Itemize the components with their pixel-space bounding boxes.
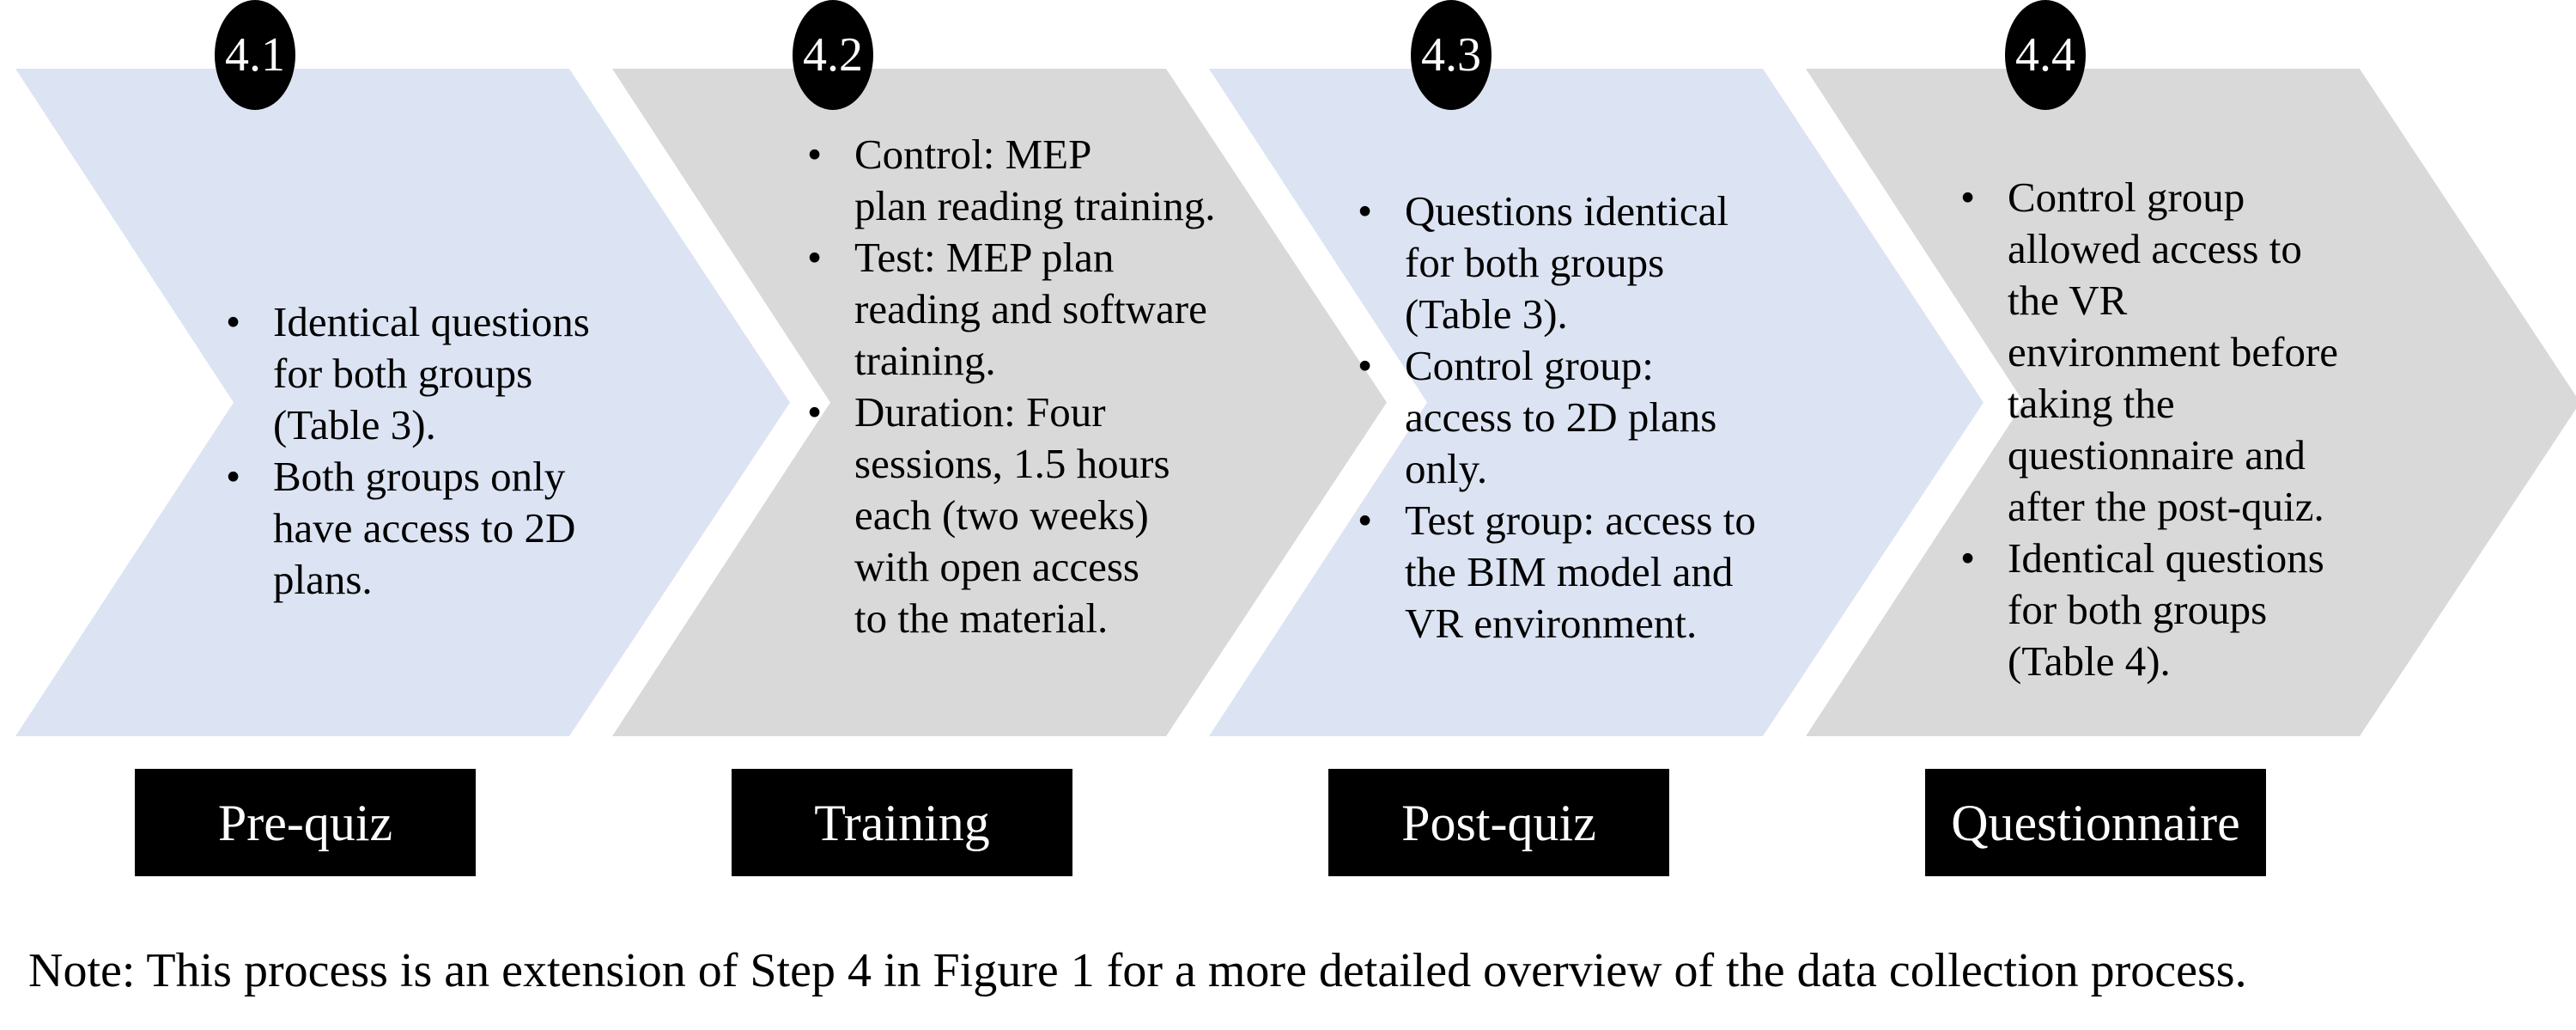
chevron-step-4 [1806,69,2576,736]
step-4-bullet-list: • Control group allowed access to the VR… [1960,172,2420,687]
stage-label-text: Post-quiz [1401,794,1596,851]
step-number-1: 4.1 [225,28,285,82]
bullet-dot-icon: • [1960,174,1976,221]
bullet-text: Control group allowed access to the VR e… [2008,174,2339,530]
chevron-step-2 [612,69,1387,736]
step-number-badge-3: 4.3 [1411,0,1492,110]
step-3-bullet-list: • Questions identical for both groups (T… [1358,186,1817,649]
bullet-dot-icon: • [807,388,823,436]
stage-label-questionnaire: Questionnaire [1925,769,2266,876]
bullet-item: • Questions identical for both groups (T… [1358,186,1817,340]
bullet-text: Identical questions for both groups (Tab… [273,298,590,448]
bullet-item: • Test group: access to the BIM model an… [1358,495,1817,649]
bullet-dot-icon: • [1960,534,1976,582]
bullet-dot-icon: • [807,234,823,281]
bullet-dot-icon: • [1358,342,1373,389]
bullet-dot-icon: • [226,298,241,345]
bullet-text: Test: MEP plan reading and software trai… [854,234,1207,384]
figure-note: Note: This process is an extension of St… [28,944,2247,997]
bullet-dot-icon: • [807,131,823,178]
bullet-item: • Identical questions for both groups (T… [226,296,685,451]
bullet-item: • Control group: access to 2D plans only… [1358,340,1817,495]
bullet-text: Test group: access to the BIM model and … [1405,497,1756,647]
step-number-badge-4: 4.4 [2005,0,2086,110]
bullet-text: Questions identical for both groups (Tab… [1405,187,1728,338]
chevron-step-3 [1209,69,1984,736]
step-number-3: 4.3 [1421,28,1481,82]
step-number-4: 4.4 [2015,28,2075,82]
bullet-text: Identical questions for both groups (Tab… [2008,534,2324,685]
bullet-item: • Duration: Four sessions, 1.5 hours eac… [807,387,1267,644]
bullet-dot-icon: • [1358,497,1373,544]
bullet-item: • Identical questions for both groups (T… [1960,533,2420,687]
stage-label-text: Questionnaire [1951,794,2240,851]
bullet-text: Control group: access to 2D plans only. [1405,342,1717,492]
step-1-bullet-list: • Identical questions for both groups (T… [226,296,685,606]
stage-label-pre-quiz: Pre-quiz [135,769,476,876]
bullet-item: • Control group allowed access to the VR… [1960,172,2420,533]
step-number-badge-2: 4.2 [793,0,873,110]
bullet-dot-icon: • [1358,187,1373,235]
bullet-text: Duration: Four sessions, 1.5 hours each … [854,388,1170,642]
step-2-bullet-list: • Control: MEP plan reading training. • … [807,129,1267,644]
stage-label-text: Pre-quiz [217,794,393,851]
stage-label-text: Training [814,794,990,851]
bullet-item: • Control: MEP plan reading training. [807,129,1267,232]
stage-label-training: Training [732,769,1072,876]
step-number-badge-1: 4.1 [215,0,295,110]
step-number-2: 4.2 [803,28,863,82]
bullet-item: • Both groups only have access to 2D pla… [226,451,685,606]
bullet-item: • Test: MEP plan reading and software tr… [807,232,1267,387]
chevron-step-1 [15,69,790,736]
bullet-text: Control: MEP plan reading training. [854,131,1216,229]
bullet-text: Both groups only have access to 2D plans… [273,453,576,603]
stage-label-post-quiz: Post-quiz [1328,769,1669,876]
bullet-dot-icon: • [226,453,241,500]
